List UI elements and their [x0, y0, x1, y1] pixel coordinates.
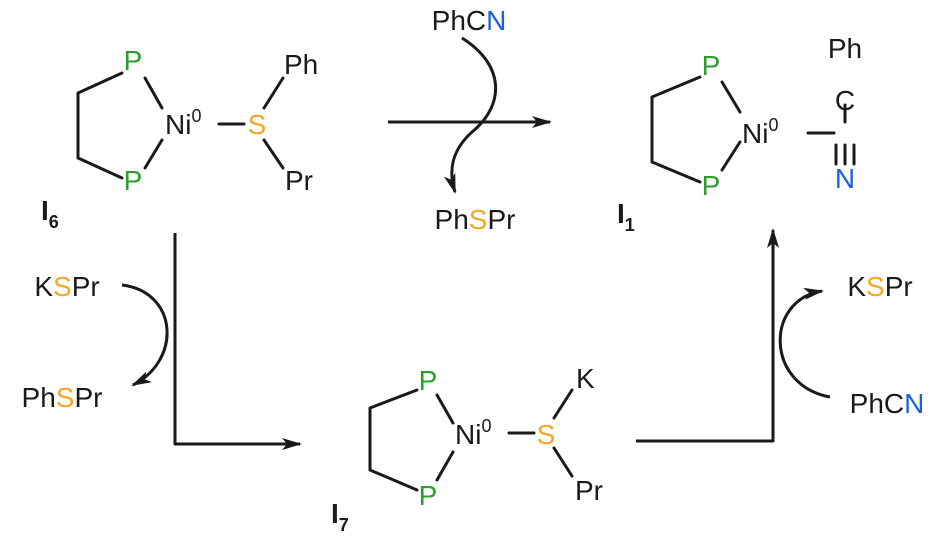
right-reaction-arrow	[636, 228, 779, 443]
top-curved-arrow	[443, 36, 497, 194]
potassium-atom: K	[576, 363, 595, 394]
carbon-atom: C	[835, 85, 855, 116]
byproduct-phspr-top: PhSPr	[435, 204, 516, 235]
byproduct-kspr-right: KSPr	[847, 271, 912, 302]
left-pathway: KSPr PhSPr	[22, 233, 302, 450]
complex-i1: P P Ni0 Ph C N I1	[617, 33, 862, 235]
left-curved-arrow	[121, 283, 169, 387]
complex-i7: P P Ni0 S K Pr I7	[331, 363, 603, 535]
reagent-phcn-right: PhCN	[850, 388, 925, 419]
phenyl-group: Ph	[828, 33, 862, 64]
phosphorus-atom: P	[124, 165, 143, 196]
phosphorus-atom: P	[702, 170, 721, 201]
label-i1: I1	[617, 198, 635, 235]
reagent-kspr-left: KSPr	[34, 271, 99, 302]
sulfur-atom: S	[866, 271, 885, 302]
nickel-atom: Ni0	[165, 106, 201, 140]
left-reaction-arrow	[173, 233, 302, 450]
propyl-group: Pr	[285, 165, 313, 196]
sulfur-atom: S	[53, 271, 72, 302]
phosphorus-atom: P	[124, 45, 143, 76]
nitrogen-atom: N	[835, 163, 855, 194]
sulfur-atom: S	[469, 204, 488, 235]
sulfur-atom: S	[248, 109, 267, 140]
right-pathway: KSPr PhCN	[636, 228, 925, 443]
complex-i6: P P Ni0 S Ph Pr I6	[41, 45, 318, 232]
label-i6: I6	[41, 195, 59, 232]
top-pathway: PhCN PhSPr	[388, 5, 552, 235]
nickel-atom: Ni0	[455, 416, 491, 450]
nitrogen-atom: N	[486, 5, 506, 36]
phosphorus-atom: P	[702, 50, 721, 81]
sulfur-atom: S	[56, 382, 75, 413]
byproduct-phspr-left: PhSPr	[22, 382, 103, 413]
nickel-atom: Ni0	[742, 115, 778, 149]
nitrogen-atom: N	[904, 388, 924, 419]
phenyl-group: Ph	[284, 49, 318, 80]
reagent-phcn-top: PhCN	[432, 5, 507, 36]
sulfur-atom: S	[537, 419, 556, 450]
label-i7: I7	[331, 498, 349, 535]
right-curved-arrow	[778, 287, 831, 399]
phosphorus-atom: P	[419, 365, 438, 396]
propyl-group: Pr	[575, 475, 603, 506]
phosphorus-atom: P	[419, 480, 438, 511]
